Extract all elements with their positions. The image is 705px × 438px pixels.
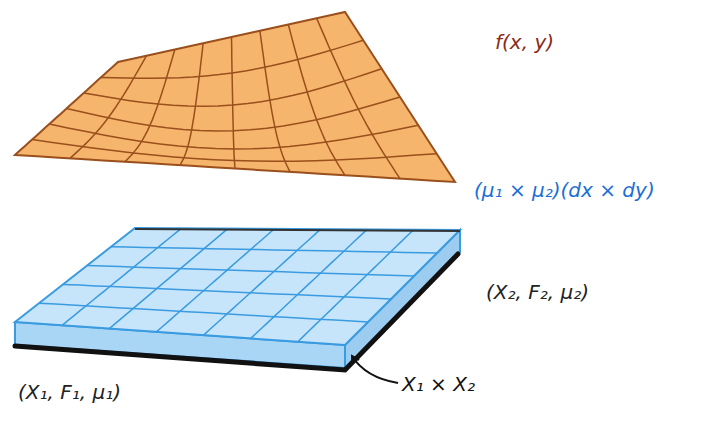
- pointer-arrow: [352, 356, 398, 383]
- grid-line: [63, 284, 391, 299]
- base-edge: [15, 254, 458, 370]
- product-label: X₁ × X₂: [402, 372, 475, 396]
- grid-line: [49, 124, 418, 149]
- space-label: (X₂, F₂, μ₂): [486, 280, 589, 304]
- grid-line: [288, 25, 345, 176]
- grid-line: [156, 229, 274, 332]
- space-label: (X₁, F₁, μ₁): [18, 380, 121, 404]
- function-label: f(x, y): [495, 30, 554, 54]
- grid-line: [67, 97, 401, 131]
- surface: [15, 12, 455, 182]
- grid-line: [32, 140, 437, 162]
- base-back-edge: [135, 229, 460, 231]
- slab-grid: [39, 228, 437, 341]
- grid-line: [87, 266, 414, 276]
- grid-line: [101, 40, 364, 78]
- grid-line: [111, 247, 437, 253]
- grid-line: [39, 303, 368, 322]
- grid-line: [298, 230, 414, 342]
- slab-top-face: [15, 228, 460, 345]
- grid-line: [70, 56, 146, 159]
- grid-line: [204, 229, 321, 335]
- surface-grid: [32, 18, 437, 178]
- measure-label: (μ₁ × μ₂)(dx × dy): [474, 178, 655, 202]
- grid-line: [84, 69, 382, 107]
- grid-line: [251, 229, 367, 338]
